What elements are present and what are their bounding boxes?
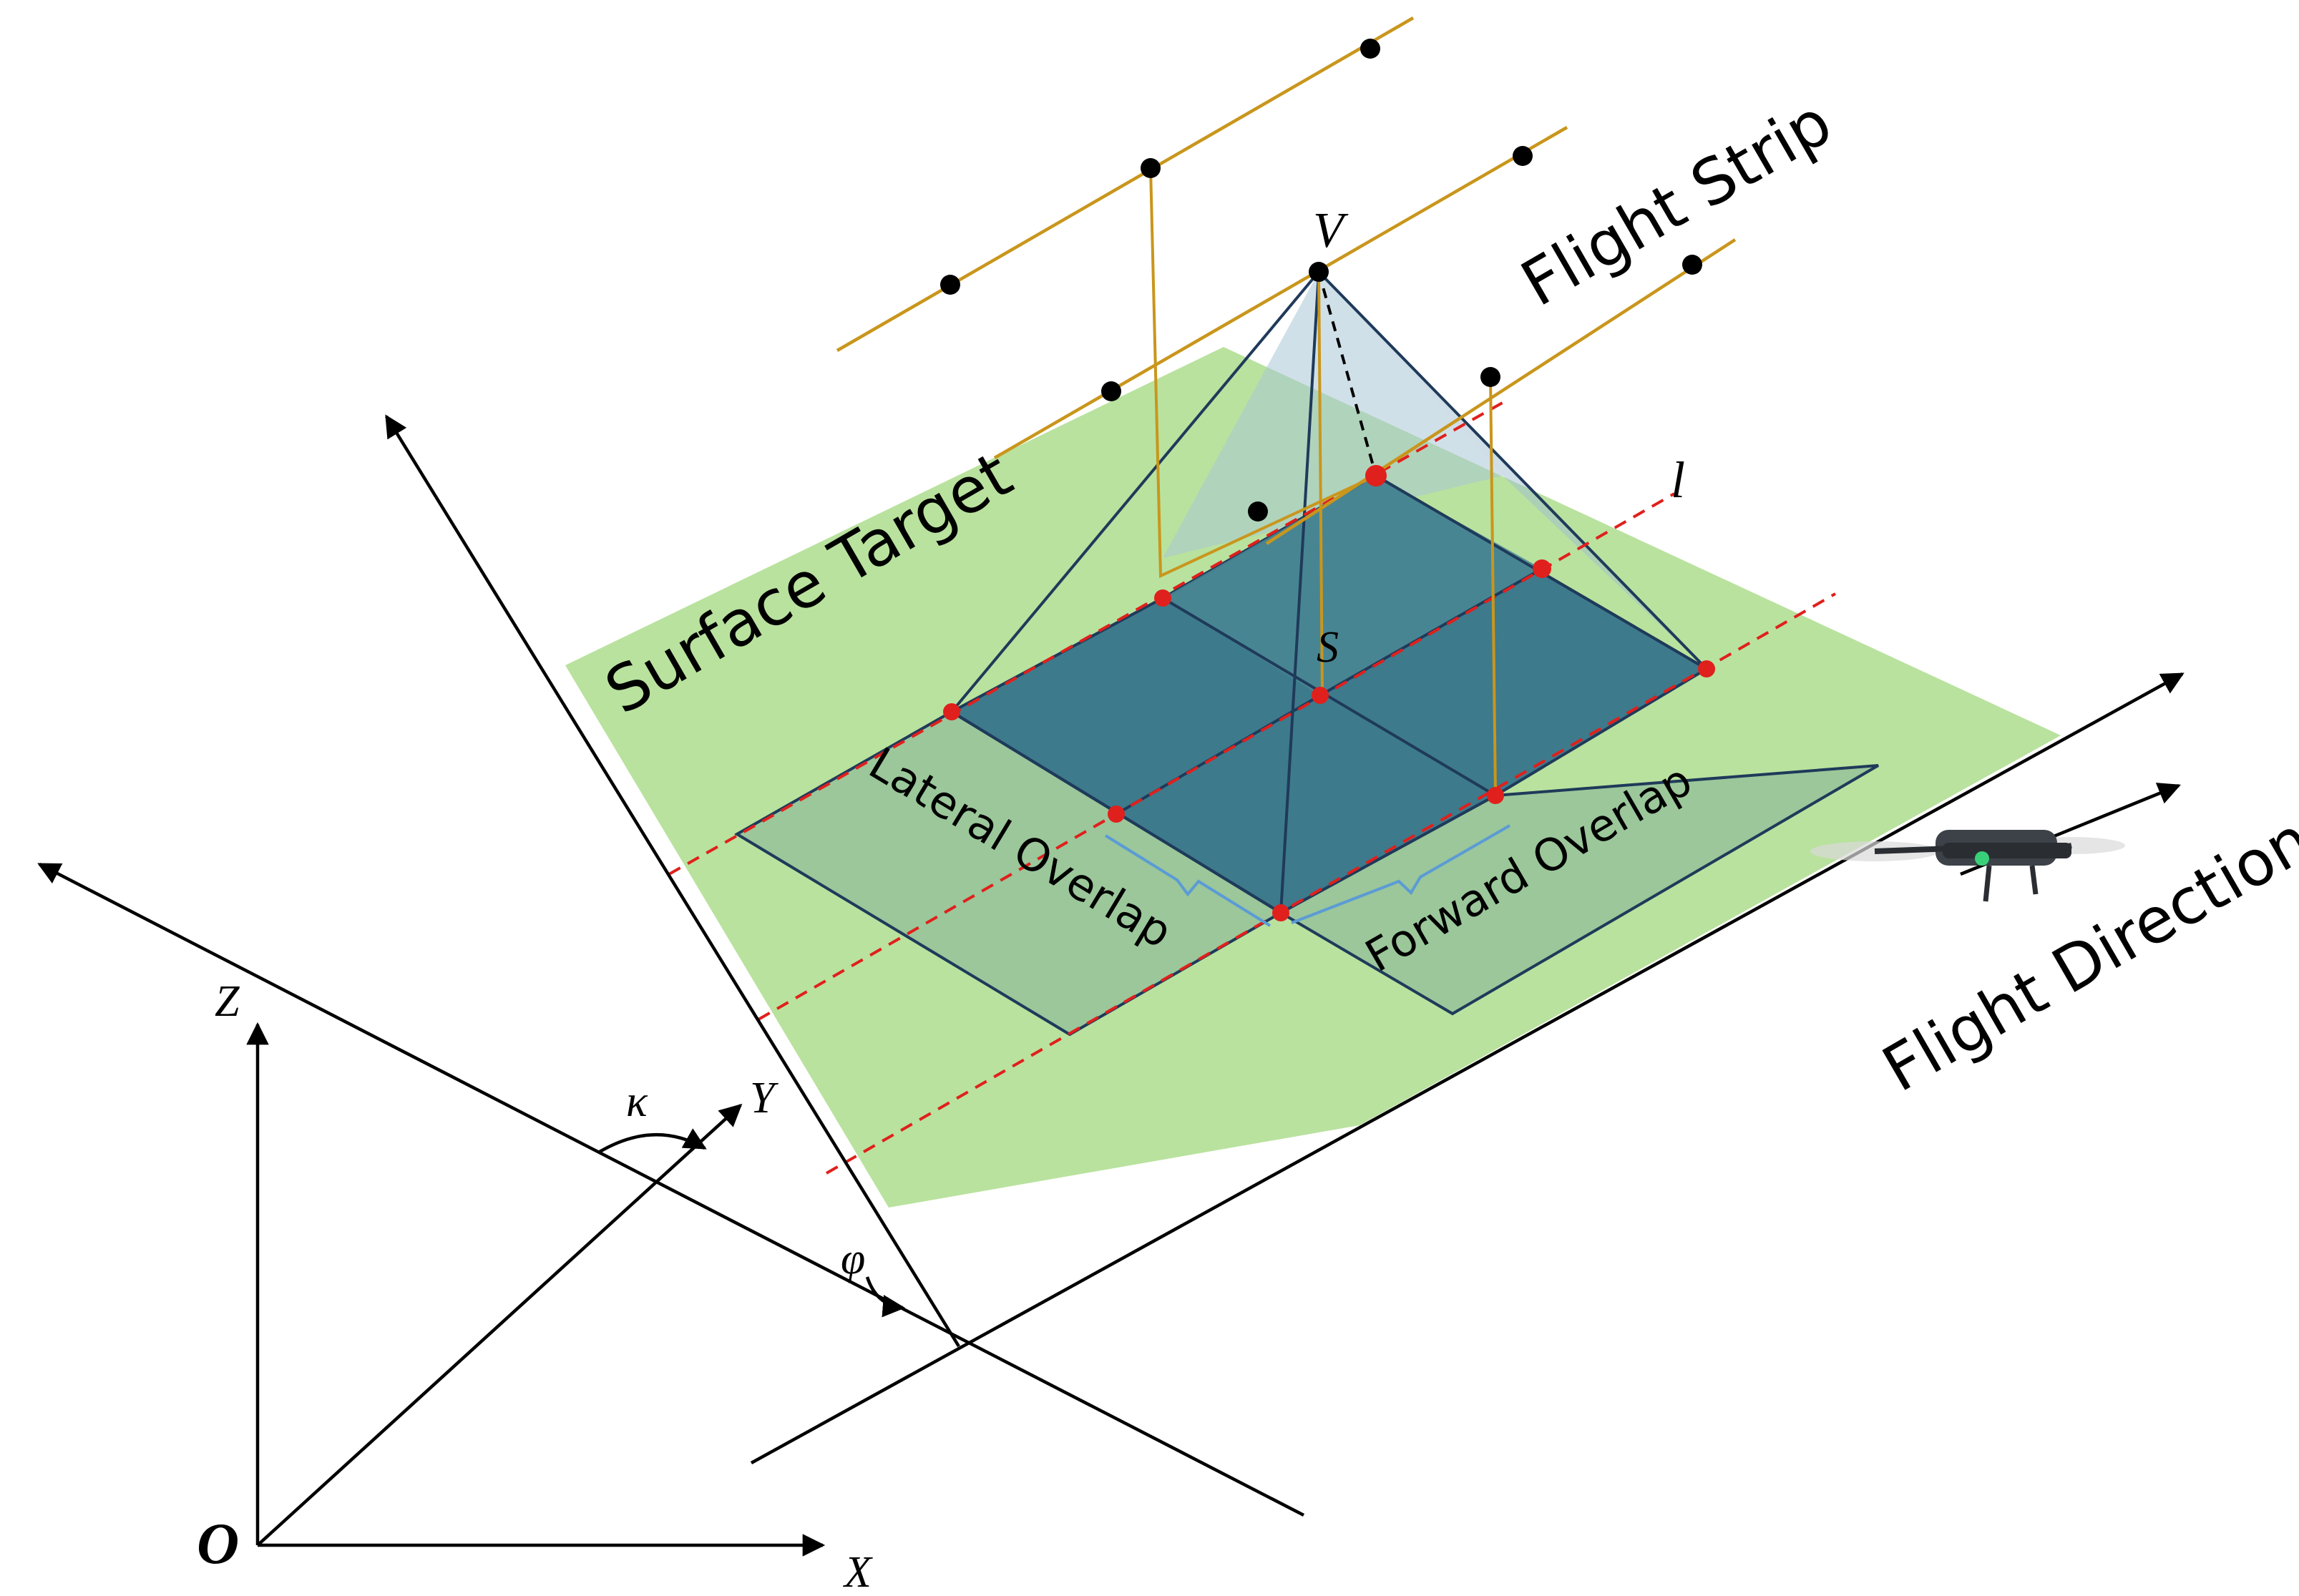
pyramid-axis-dashed <box>1317 271 1377 476</box>
axis-z-label: Z <box>215 977 240 1026</box>
angle-phi-arc <box>865 1276 906 1318</box>
overlap-line <box>758 492 1675 1021</box>
pyramid-edge <box>1317 270 1708 670</box>
axis-x-label: X <box>842 1548 873 1596</box>
pyramid-edge <box>1279 271 1320 914</box>
rotated-axis-up <box>385 414 960 1348</box>
rotated-axis-left <box>37 862 1305 1517</box>
flight-direction-axis <box>750 672 2185 1464</box>
angle-kappa-arc <box>598 1128 707 1153</box>
axis-y <box>256 1103 743 1547</box>
axis-y-label: Y <box>750 1074 778 1122</box>
vertex-label: V <box>1313 203 1349 258</box>
flight-strip-line <box>836 16 1415 352</box>
footprint-top-face <box>1163 476 1542 695</box>
angle-phi-label: φ <box>841 1235 865 1283</box>
plumb-line <box>1489 376 1497 796</box>
flight-strip-line <box>1265 238 1737 545</box>
footprint-grid-line <box>1161 597 1497 797</box>
origin-label: O <box>197 1511 239 1576</box>
footprint-corner-points <box>943 465 1715 921</box>
plumb-line <box>1149 167 1377 579</box>
lateral-overlap-brace <box>1104 834 1271 927</box>
waypoints <box>940 39 1702 522</box>
center-label: S <box>1317 623 1339 672</box>
line-label: l <box>1671 451 1685 509</box>
pyramid-face-back <box>1163 272 1503 558</box>
plumb-line <box>1317 271 1324 695</box>
pyramid-edge <box>950 270 1320 713</box>
forward-overlap-brace <box>1291 824 1510 924</box>
angle-kappa-label: κ <box>626 1077 648 1126</box>
overlap-line <box>826 592 1836 1175</box>
flight-strip-label: Flight Strip <box>1509 85 1844 320</box>
drone-icon <box>1810 830 2125 902</box>
flight-strip-line <box>993 126 1568 459</box>
